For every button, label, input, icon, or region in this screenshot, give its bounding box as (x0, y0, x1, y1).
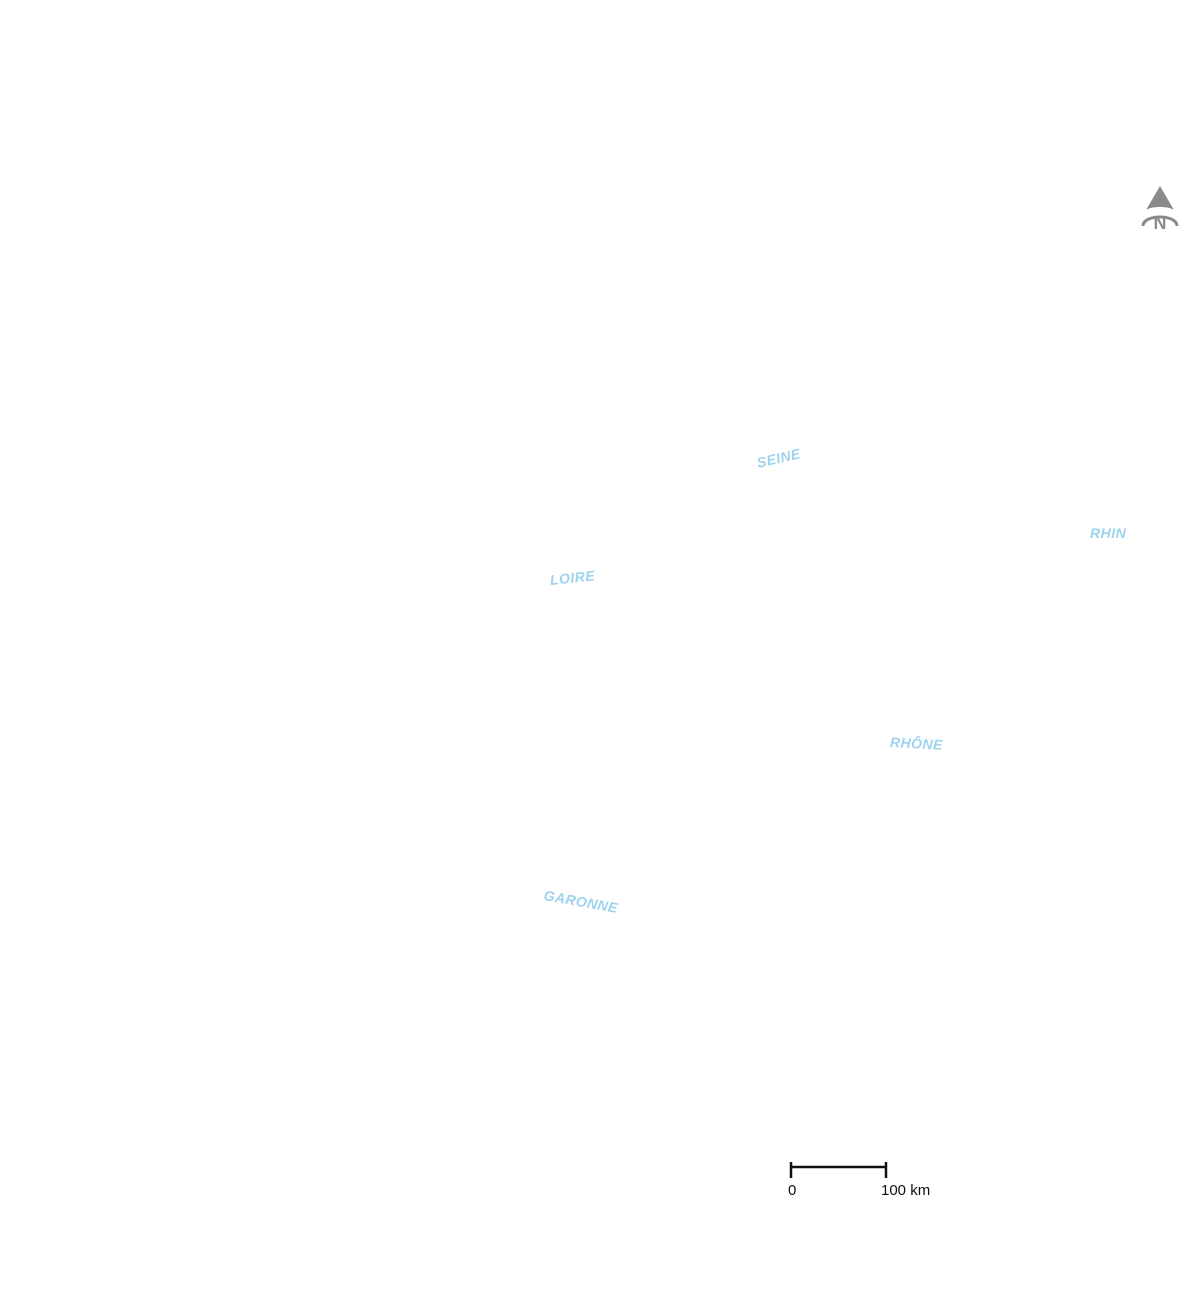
north-arrow-letter: N (1154, 213, 1167, 233)
scale-bar-line (789, 1162, 888, 1178)
river-label-rhin: RHIN (1090, 525, 1127, 541)
river-label-loire: LOIRE (549, 567, 596, 588)
north-arrow-arc (1141, 215, 1179, 227)
north-arrow-graphic: N (1141, 186, 1179, 233)
river-label-seine: SEINE (755, 445, 803, 471)
river-label-garonne: GARONNE (542, 887, 620, 916)
scale-bar-end-label: 100 km (881, 1182, 931, 1199)
north-arrow-head (1146, 186, 1174, 210)
river-label-rhone: RHÔNE (889, 734, 944, 753)
north-arrow-icon: N (1138, 184, 1182, 234)
scale-bar-start-label: 0 (788, 1182, 797, 1199)
scale-bar: 0 100 km (780, 1158, 950, 1206)
